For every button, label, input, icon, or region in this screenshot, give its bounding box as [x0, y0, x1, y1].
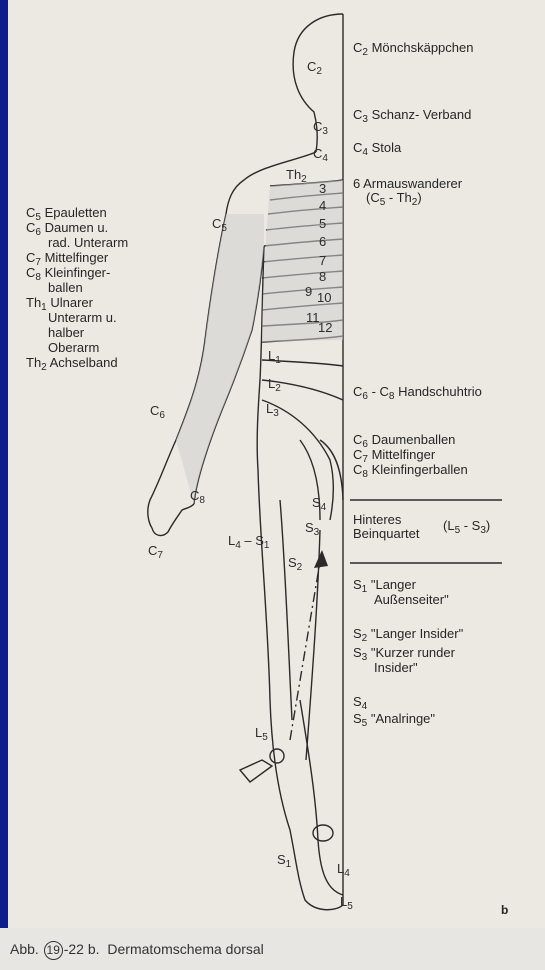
leg-dermatome-line — [280, 500, 292, 720]
legend-c4: C4 Stola — [353, 140, 401, 157]
dotted-arrow-line — [290, 550, 322, 740]
caption-figure-suffix: -22 b. — [64, 941, 100, 957]
legend-row: Th2 Achselband — [26, 355, 118, 372]
knee-marker — [270, 749, 284, 763]
body-label-s3: S3 — [305, 521, 319, 537]
shaded-arm-area — [176, 214, 264, 504]
heel-outline — [313, 825, 333, 841]
legend-bein-line2: Beinquartet — [353, 526, 420, 541]
legend-row: Oberarm — [48, 340, 99, 355]
caption-prefix: Abb. — [10, 941, 39, 957]
body-label-l1: L1 — [268, 349, 281, 365]
body-label-c8: C8 — [190, 489, 205, 505]
legend-row: halber — [48, 325, 84, 340]
body-label-c7: C7 — [148, 544, 163, 560]
body-label-th2: Th2 — [286, 168, 307, 184]
figure-corner-letter: b — [501, 903, 508, 918]
legend-c2: C2 Mönchskäppchen — [353, 40, 473, 57]
chapter-number-circle: 19 — [44, 941, 63, 960]
legend-s1-line2: Außenseiter" — [374, 592, 449, 607]
legend-bein-range: (L5 - S3) — [443, 518, 490, 535]
thoracic-number: 8 — [319, 270, 326, 284]
body-label-c3: C3 — [313, 120, 328, 136]
arrow-head — [314, 550, 328, 568]
body-label-l3: L3 — [266, 402, 279, 418]
body-label-l4-s1: L4 – S1 — [228, 534, 269, 550]
hand-outline — [152, 504, 194, 535]
body-label-l5-foot: L5 — [340, 895, 353, 911]
legend-armauswanderer: 6 Armauswanderer — [353, 176, 462, 191]
legend-bein-line1: Hinteres — [353, 512, 401, 527]
body-label-l2: L2 — [268, 377, 281, 393]
legend-row: rad. Unterarm — [48, 235, 128, 250]
caption-strip: Abb. 19-22 b. Dermatomschema dorsal — [0, 928, 545, 970]
body-label-c5: C5 — [212, 217, 227, 233]
body-label-s2: S2 — [288, 556, 302, 572]
thoracic-number: 4 — [319, 199, 326, 213]
legend-c3: C3 Schanz- Verband — [353, 107, 471, 124]
body-label-c2: C2 — [307, 60, 322, 76]
shaded-thoracic-area — [262, 180, 343, 342]
legend-s3-line2: Insider" — [374, 660, 418, 675]
legend-handschuhtrio: C6 - C8 Handschuhtrio — [353, 384, 482, 401]
thoracic-number: 7 — [319, 254, 326, 268]
caption-line: Abb. 19-22 b. Dermatomschema dorsal — [10, 941, 264, 960]
legend-s5: S5 "Analringe" — [353, 711, 435, 728]
caption-title: Dermatomschema dorsal — [107, 941, 263, 957]
legend-row: Unterarm u. — [48, 310, 117, 325]
thoracic-number: 5 — [319, 217, 326, 231]
thoracic-number: 9 — [305, 285, 312, 299]
body-label-c4: C4 — [313, 147, 328, 163]
body-label-l4-foot: L4 — [337, 862, 350, 878]
thoracic-number: 12 — [318, 321, 332, 335]
legend-row: ballen — [48, 280, 83, 295]
thoracic-number: 6 — [319, 235, 326, 249]
legend-s4: S4 — [353, 694, 367, 711]
body-label-l5: L5 — [255, 726, 268, 742]
leg-outline — [258, 470, 343, 910]
legend-hand-c8: C8 Kleinfingerballen — [353, 462, 468, 479]
legend-s2: S2 "Langer Insider" — [353, 626, 463, 643]
body-label-s1: S1 — [277, 853, 291, 869]
body-label-c6: C6 — [150, 404, 165, 420]
legend-armauswanderer-range: (C5 - Th2) — [366, 190, 422, 207]
body-label-s4: S4 — [312, 496, 326, 512]
thoracic-number: 10 — [317, 291, 331, 305]
thoracic-number: 3 — [319, 182, 326, 196]
pointer-arrow — [240, 760, 272, 782]
